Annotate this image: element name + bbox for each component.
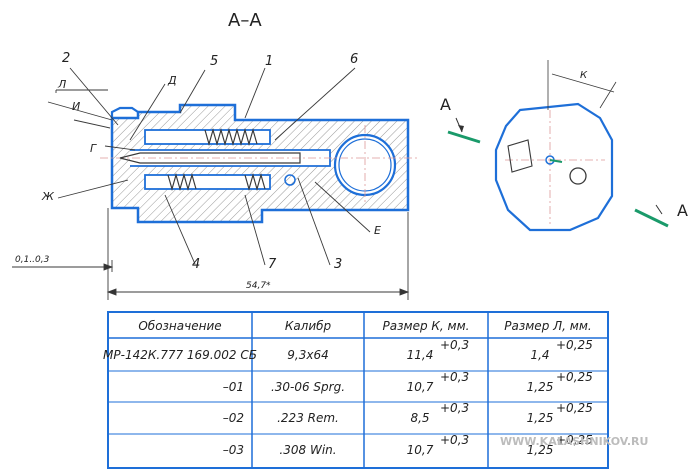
table-cell-k-tolerance: +0,3 [440, 433, 469, 447]
dim-length: 54,7* [246, 281, 271, 291]
table-cell-designation: МР-142К.777 169.002 СБ [103, 348, 257, 362]
table-cell-caliber: 9,3x64 [287, 348, 328, 362]
callout-6: 6 [350, 52, 358, 67]
callout-I: И [72, 100, 80, 113]
table-cell-l-tolerance: +0,25 [556, 338, 593, 352]
table-cell-k-tolerance: +0,3 [440, 338, 469, 352]
table-cell-l-tolerance: +0,25 [556, 401, 593, 415]
table-header-cell: Обозначение [138, 319, 221, 333]
table-cell-l-tolerance: +0,25 [556, 433, 593, 447]
table-cell-k: 10,7 [407, 443, 434, 457]
table-cell-l-tolerance: +0,25 [556, 370, 593, 384]
section-mark-right-label: A [677, 201, 688, 220]
callout-K: К [580, 70, 588, 81]
leader-lines [47, 67, 371, 266]
callout-3: 3 [334, 257, 342, 272]
table-header-cell: Размер Л, мм. [504, 319, 591, 333]
table-cell-l: 1,25 [527, 411, 554, 425]
table-cell-caliber: .30-06 Sprg. [271, 380, 345, 394]
callout-1: 1 [265, 54, 273, 69]
callout-2: 2 [62, 51, 70, 66]
table-cell-l: 1,4 [530, 348, 549, 362]
section-title: A–A [228, 10, 262, 31]
section-mark-right: A [634, 201, 688, 228]
table-text: Обозначение Калибр Размер К, мм. Размер Л, … [103, 319, 593, 457]
callout-7: 7 [268, 257, 277, 272]
callout-5: 5 [210, 54, 218, 69]
table-cell-l: 1,25 [527, 380, 554, 394]
section-mark-left-label: A [440, 95, 451, 114]
bolt-end-view: К [494, 60, 617, 232]
table-cell-designation: –03 [223, 443, 244, 457]
table-cell-k-tolerance: +0,3 [440, 370, 469, 384]
section-mark-left: A [440, 95, 481, 144]
dim-gap: 0,1..0,3 [15, 255, 50, 265]
caliber-table [107, 311, 609, 469]
bolt-section-view [100, 103, 420, 224]
table-cell-l: 1,25 [527, 443, 554, 457]
table-cell-k: 8,5 [410, 411, 429, 425]
table-cell-k-tolerance: +0,3 [440, 401, 469, 415]
table-cell-k: 11,4 [407, 348, 434, 362]
callout-Zh: Ж [41, 190, 55, 203]
table-header-cell: Размер К, мм. [383, 319, 470, 333]
callout-4: 4 [192, 257, 200, 272]
callout-labels: 2 5 1 6 Д Л И Г Ж Е 4 7 3 [41, 51, 381, 272]
callout-E: Е [374, 224, 381, 237]
watermark: WWW.KALASHNIKOV.RU [500, 435, 648, 448]
table-cell-caliber: .223 Rem. [277, 411, 339, 425]
table-cell-designation: –01 [223, 380, 244, 394]
table-header-cell: Калибр [285, 319, 332, 333]
callout-G: Г [90, 142, 97, 155]
callout-L: Л [57, 78, 66, 91]
dimension-lines [12, 208, 410, 300]
table-cell-caliber: .308 Win. [279, 443, 336, 457]
table-cell-k: 10,7 [407, 380, 434, 394]
table-cell-designation: –02 [223, 411, 244, 425]
callout-D: Д [167, 74, 177, 87]
